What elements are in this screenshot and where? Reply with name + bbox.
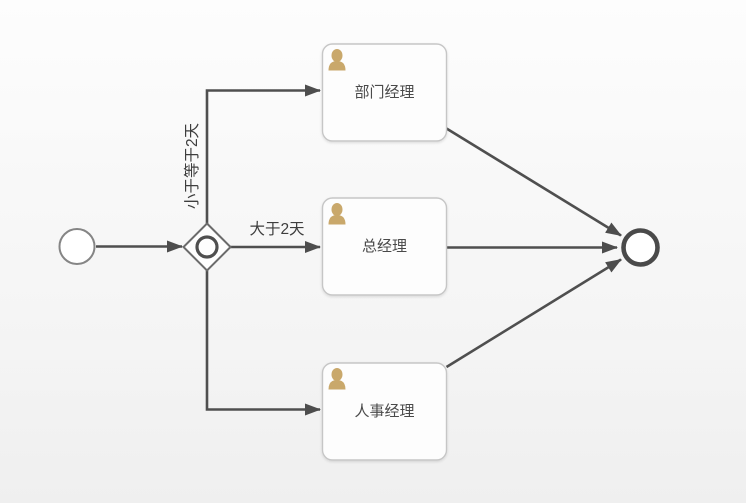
flow-gateway-to-hr-manager [205,270,321,416]
task-dept-manager[interactable]: 部门经理 [321,43,448,142]
flow-hr-manager-to-end [445,258,622,369]
end-event[interactable] [621,228,660,267]
task-hr-manager[interactable]: 人事经理 [321,362,448,461]
flow-dept-manager-to-end [445,127,622,237]
task-general-manager[interactable]: 总经理 [321,197,448,296]
flow-condition-label-lte-2days: 小于等于2天 [183,123,201,209]
user-icon [328,203,346,225]
sequence-flows [96,84,622,416]
task-box [321,197,448,296]
task-label: 总经理 [362,238,407,255]
gateway-diamond [182,222,232,272]
start-event[interactable] [58,228,96,265]
user-icon [328,49,346,71]
task-box [321,362,448,461]
task-label: 人事经理 [354,403,414,420]
flow-gateway-to-dept-manager [205,84,321,224]
inclusive-gateway[interactable] [182,222,232,272]
task-box [321,43,448,142]
task-label: 部门经理 [354,84,414,101]
inclusive-gateway-circle-icon [195,235,219,259]
flow-condition-label-gt-2days: 大于2天 [249,220,304,238]
user-icon [328,368,346,390]
